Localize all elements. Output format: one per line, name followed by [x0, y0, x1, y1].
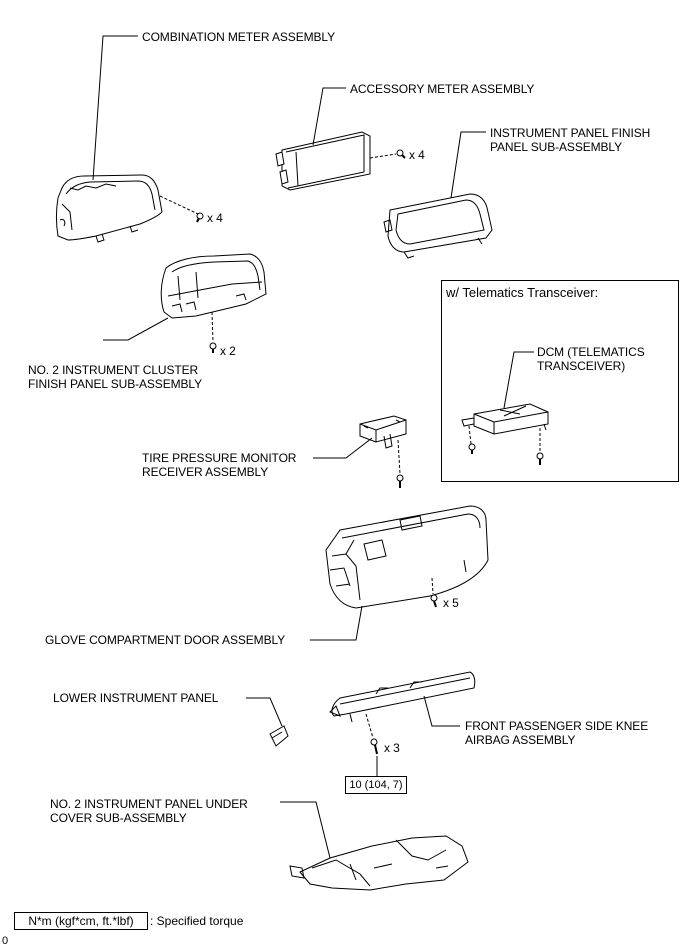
accessory-meter-screw-dashline — [369, 153, 397, 159]
combination-meter-screw-qty: x 4 — [207, 211, 223, 225]
knee-airbag-part — [329, 671, 476, 723]
no2-cluster-finish-label: NO. 2 INSTRUMENT CLUSTER FINISH PANEL SU… — [28, 363, 202, 391]
screw-icon — [430, 594, 438, 608]
knee-airbag-leader — [423, 695, 460, 727]
cluster-finish-screw-qty: x 2 — [220, 344, 236, 358]
combination-meter-label: COMBINATION METER ASSEMBLY — [142, 30, 335, 44]
no2-cluster-finish-leader — [103, 317, 169, 341]
glove-compartment-screw-dashline — [431, 577, 434, 595]
glove-compartment-part — [325, 505, 489, 609]
legend-description: : Specified torque — [150, 914, 244, 928]
screw-icon — [396, 149, 406, 159]
bolt-icon — [370, 738, 378, 755]
ip-finish-panel-label: INSTRUMENT PANEL FINISH PANEL SUB-ASSEMB… — [490, 126, 651, 154]
combination-meter-part — [56, 174, 163, 243]
glove-compartment-screw-qty: x 5 — [443, 596, 459, 610]
knee-airbag-label: FRONT PASSENGER SIDE KNEE AIRBAG ASSEMBL… — [465, 719, 649, 747]
lower-ip-label: LOWER INSTRUMENT PANEL — [53, 691, 219, 705]
knee-airbag-bolt-dashline — [365, 713, 374, 739]
lower-ip-part — [269, 725, 289, 747]
screw-icon — [396, 474, 404, 488]
legend-unit-box: N*m (kgf*cm, ft.*lbf) — [14, 912, 148, 930]
ip-finish-panel-part — [383, 193, 493, 259]
torque-spec-box: 10 (104, 7) — [345, 776, 407, 794]
dcm-leader — [503, 351, 534, 409]
screw-icon — [468, 443, 476, 454]
no2-ip-under-cover-part — [289, 835, 469, 891]
screw-icon — [536, 452, 544, 465]
dcm-left-screw-dashline — [468, 425, 472, 445]
tire-pressure-leader — [313, 437, 373, 459]
no2-ip-under-cover-label: NO. 2 INSTRUMENT PANEL UNDER COVER SUB-A… — [50, 797, 248, 825]
accessory-meter-screw-qty: x 4 — [409, 148, 425, 162]
knee-airbag-bolt-qty: x 3 — [384, 741, 400, 755]
accessory-meter-leader — [312, 87, 346, 146]
dcm-label: DCM (TELEMATICS TRANSCEIVER) — [537, 345, 645, 373]
ip-finish-panel-leader — [450, 131, 486, 199]
accessory-meter-part — [275, 131, 371, 191]
glove-compartment-leader — [310, 605, 363, 641]
glove-compartment-label: GLOVE COMPARTMENT DOOR ASSEMBLY — [45, 633, 286, 647]
corner-code: 0 — [2, 935, 9, 947]
telematics-inset-box: w/ Telematics Transceiver: — [441, 280, 679, 482]
lower-ip-leader — [246, 697, 283, 727]
cluster-finish-screw-dashline — [211, 311, 214, 343]
combination-meter-leader — [92, 35, 138, 181]
inset-title: w/ Telematics Transceiver: — [446, 285, 599, 300]
screw-icon — [196, 212, 204, 223]
accessory-meter-label: ACCESSORY METER ASSEMBLY — [350, 82, 535, 96]
no2-cluster-finish-part — [160, 253, 267, 319]
tire-pressure-receiver-part — [359, 415, 407, 449]
combination-meter-screw-dashline — [159, 195, 199, 215]
screw-icon — [209, 342, 217, 353]
no2-ip-under-cover-leader — [280, 801, 331, 859]
tire-pressure-label: TIRE PRESSURE MONITOR RECEIVER ASSEMBLY — [142, 451, 297, 479]
tire-pressure-screw-dashline — [397, 439, 401, 475]
dcm-part — [461, 403, 549, 435]
